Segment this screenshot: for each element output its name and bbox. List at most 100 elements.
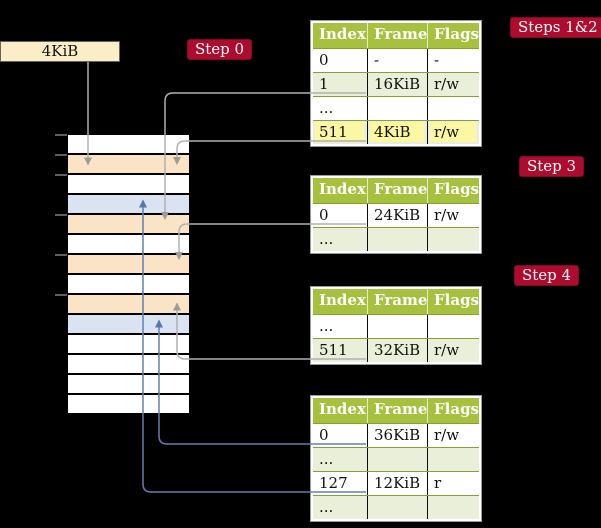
table-header-row: Index Frame Flags (313, 178, 479, 203)
table-cell: Flags (427, 398, 479, 423)
table-cell-text: r/w (434, 206, 460, 224)
table-cell: ... (313, 97, 367, 120)
table-cell (427, 315, 479, 338)
table-cell-text: 16KiB (374, 75, 421, 93)
table-cell: 1 (313, 73, 367, 96)
table-cell: 12KiB (367, 472, 427, 495)
table-cell: 32KiB (367, 339, 427, 362)
table-cell (367, 228, 427, 251)
table-cell: 127 (313, 472, 367, 495)
memory-row-5-peach (68, 215, 189, 235)
table-cell: r/w (427, 121, 479, 144)
table-cell: r/w (427, 73, 479, 96)
table-cell-text: Flags (434, 291, 479, 309)
table-cell-text: r (434, 474, 442, 492)
table-cell: 36KiB (367, 424, 427, 447)
table-cell: Index (313, 289, 367, 314)
frame-4kib-box: 4KiB (0, 41, 120, 62)
memory-row-7-peach (68, 255, 189, 275)
table-row: ... (313, 96, 479, 120)
table-cell: Index (313, 178, 367, 203)
badge-step-3: Step 3 (519, 156, 585, 177)
table-row: ... (313, 495, 479, 519)
table-cell-text: - (434, 51, 440, 69)
memory-row-3-white (68, 175, 189, 195)
memory-row-6-white (68, 235, 189, 255)
table-cell-text: Index (319, 180, 366, 198)
table-cell: ... (313, 315, 367, 338)
table-cell-text: r/w (430, 122, 476, 142)
memory-row-2-peach (68, 155, 189, 175)
physical-memory-stack (67, 134, 190, 414)
address-ticks (55, 134, 67, 296)
table-cell-text: Flags (434, 400, 479, 418)
table-cell-text: Index (319, 291, 366, 309)
table-cell-text: 127 (319, 474, 348, 492)
table-cell-text: ... (319, 99, 334, 117)
table-cell-text: Index (319, 25, 366, 43)
table-row: ... (313, 314, 479, 338)
badge-step-4: Step 4 (514, 265, 580, 286)
table-cell (427, 97, 479, 120)
table-cell: ... (313, 496, 367, 519)
table-cell (367, 448, 427, 471)
memory-row-12-white (68, 355, 189, 375)
table-cell-text: ... (319, 498, 334, 516)
table-cell: 511 (313, 339, 367, 362)
table-row: 0 -- (313, 48, 479, 72)
table-cell: 511 (313, 121, 367, 144)
table-cell-text: 4KiB (370, 122, 424, 142)
table-cell: r/w (427, 424, 479, 447)
table-cell-text: ... (319, 450, 334, 468)
table-cell: Frame (367, 178, 427, 203)
table-cell: 0 (313, 424, 367, 447)
table-row: 511 4KiB r/w (313, 120, 479, 144)
table-cell-text: 511 (315, 122, 364, 142)
table-cell-text: ... (319, 317, 334, 335)
table-cell: 0 (313, 49, 367, 72)
table-cell-text: 12KiB (374, 474, 421, 492)
table-cell-text: 1 (319, 75, 329, 93)
table-cell: - (427, 49, 479, 72)
table-cell-text: Flags (434, 180, 479, 198)
memory-row-13-white (68, 375, 189, 395)
table-cell: ... (313, 448, 367, 471)
table-cell (427, 448, 479, 471)
memory-row-4-blue (68, 195, 189, 215)
table-cell (427, 496, 479, 519)
table-row: 1 16KiB r/w (313, 72, 479, 96)
table-cell (367, 97, 427, 120)
table-cell: Flags (427, 289, 479, 314)
table-cell-text: Index (319, 400, 366, 418)
table-cell-text: 511 (319, 341, 348, 359)
table-cell: r/w (427, 339, 479, 362)
table-cell: 16KiB (367, 73, 427, 96)
table-cell: - (367, 49, 427, 72)
table-row: 0 36KiB r/w (313, 423, 479, 447)
table-cell-text: 32KiB (374, 341, 421, 359)
table-cell: r/w (427, 204, 479, 227)
table-row: ... (313, 447, 479, 471)
table-cell (427, 228, 479, 251)
table-cell: 0 (313, 204, 367, 227)
memory-row-8-white (68, 275, 189, 295)
memory-row-14-white (68, 395, 189, 413)
table-cell-text: r/w (434, 341, 460, 359)
table-cell: Index (313, 398, 367, 423)
table-cell: Frame (367, 289, 427, 314)
memory-row-11-white (68, 335, 189, 355)
table-cell-text: r/w (434, 426, 460, 444)
table-cell-text: Frame (374, 180, 427, 198)
table-cell: r (427, 472, 479, 495)
memory-row-1-white (68, 135, 189, 155)
table-cell-text: 0 (319, 51, 329, 69)
table-cell: Frame (367, 398, 427, 423)
table-cell-text: 36KiB (374, 426, 421, 444)
table-cell: ... (313, 228, 367, 251)
table-cell-text: Frame (374, 25, 427, 43)
